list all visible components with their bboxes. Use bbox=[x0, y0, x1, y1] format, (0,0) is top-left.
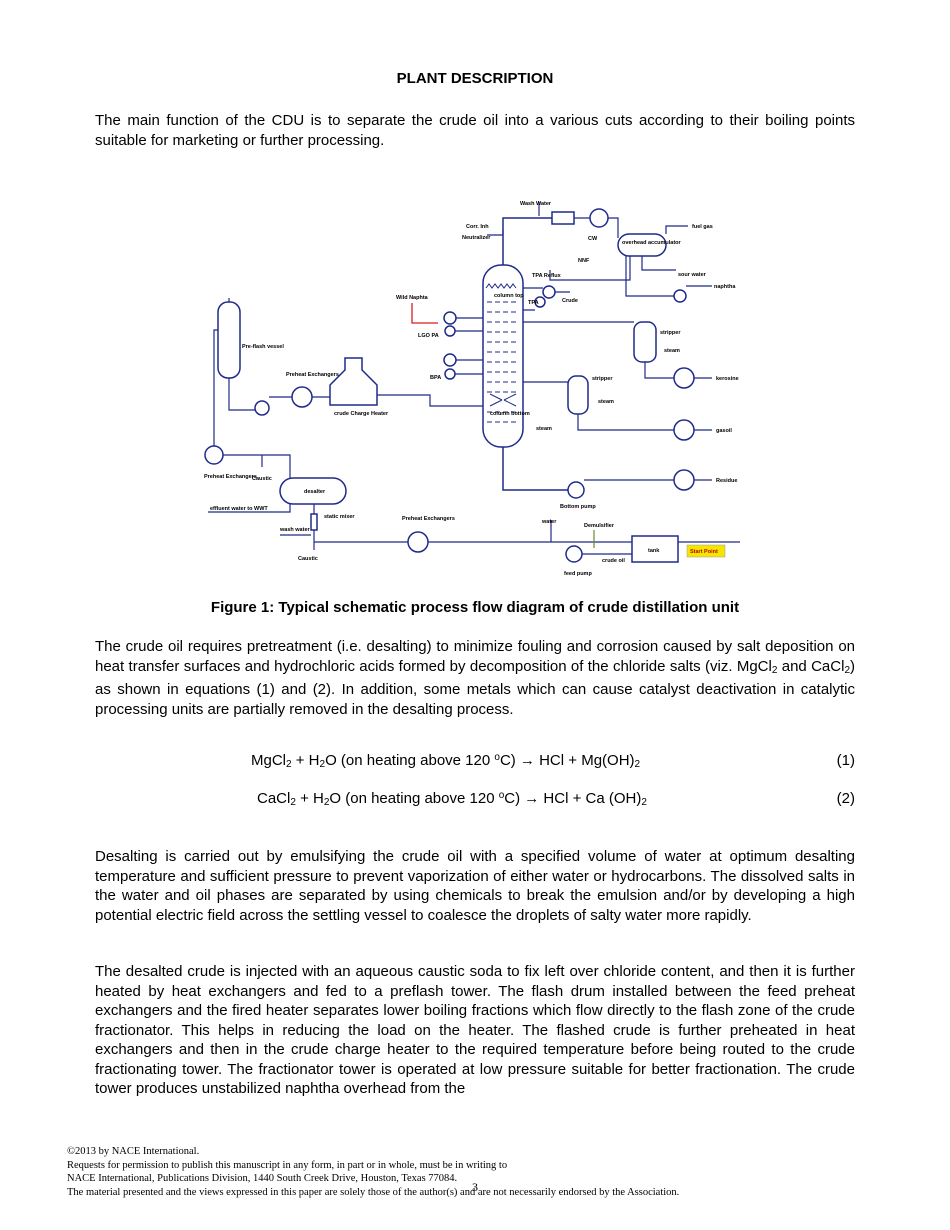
overhead-exchanger bbox=[551, 211, 575, 225]
desalted-crude-paragraph: The desalted crude is injected with an a… bbox=[95, 963, 855, 1097]
footer-permission: Requests for permission to publish this … bbox=[67, 1159, 508, 1171]
label-naphtha: naphtha bbox=[714, 284, 736, 290]
label-preheat-exchangers-2: Preheat Exchangers bbox=[204, 474, 257, 480]
label-crude-tpa: Crude bbox=[562, 298, 578, 304]
footer-disclaimer: The material presented and the views exp… bbox=[67, 1186, 680, 1198]
label-stripper-middle: stripper bbox=[592, 376, 613, 382]
footer: ©2013 by NACE International. Requests fo… bbox=[67, 1145, 887, 1199]
tpa-pump bbox=[534, 296, 546, 308]
label-water: water bbox=[541, 519, 557, 525]
label-tank: tank bbox=[648, 548, 660, 554]
intro-paragraph: The main function of the CDU is to separ… bbox=[95, 112, 855, 149]
label-wash-water: Wash Water bbox=[520, 201, 552, 207]
crude-charge-heater bbox=[329, 357, 378, 406]
equation-1: MgCl2 + H2O (on heating above 120 oC) → … bbox=[251, 752, 641, 770]
start-point-box bbox=[686, 544, 726, 558]
label-overhead-accumulator: overhead accumulator bbox=[622, 240, 682, 246]
gasoil-cooler bbox=[673, 419, 695, 441]
label-crude-charge-heater: crude Charge Heater bbox=[334, 411, 389, 417]
footer-address: NACE International, Publications Divisio… bbox=[67, 1173, 458, 1184]
page-number: 3 bbox=[472, 1180, 478, 1194]
preflash-vessel bbox=[217, 301, 241, 379]
label-tpa: TPA bbox=[528, 300, 539, 306]
label-cw: CW bbox=[588, 236, 598, 242]
label-preheat-exchangers-3: Preheat Exchangers bbox=[402, 516, 455, 522]
stripper-upper bbox=[633, 321, 657, 363]
label-effluent: effluent water to WWT bbox=[210, 506, 268, 512]
label-desalter: desalter bbox=[304, 489, 326, 495]
label-column-top: column top bbox=[494, 293, 524, 299]
feed-pump bbox=[565, 545, 583, 563]
label-wild-naphta: Wild Naphta bbox=[396, 295, 429, 301]
crude-tank bbox=[631, 535, 679, 563]
label-sour-water: sour water bbox=[678, 272, 707, 278]
desalter bbox=[279, 477, 347, 505]
label-corr-inh: Corr. Inh bbox=[466, 224, 489, 230]
preheat-exchanger-top bbox=[291, 386, 313, 408]
pretreatment-paragraph: The crude oil requires pretreatment (i.e… bbox=[95, 638, 855, 718]
preheat-pump bbox=[254, 400, 270, 416]
label-steam-middle: steam bbox=[598, 399, 614, 405]
section-heading: PLANT DESCRIPTION bbox=[396, 70, 554, 87]
label-tpa-reflux: TPA Reflux bbox=[532, 273, 562, 279]
label-feed-pump: feed pump bbox=[564, 571, 592, 577]
label-column-bottom: column bottom bbox=[490, 411, 530, 417]
label-nnf: NNF bbox=[578, 258, 590, 264]
label-static-mixer: static mixer bbox=[324, 514, 355, 520]
label-gasoil: gasoil bbox=[716, 428, 732, 434]
equation-2-number: (2) bbox=[836, 790, 855, 807]
tpa-exchanger bbox=[542, 285, 556, 299]
lgo-exchanger bbox=[443, 311, 457, 325]
condenser-cw bbox=[589, 208, 609, 228]
label-residue: Residue bbox=[716, 478, 737, 484]
label-wash-water-2: wash water bbox=[279, 527, 311, 533]
footer-copyright: ©2013 by NACE International. bbox=[67, 1146, 200, 1157]
label-steam-bottom: steam bbox=[536, 426, 552, 432]
label-stripper-upper: stripper bbox=[660, 330, 681, 336]
label-caustic-1: Caustic bbox=[252, 476, 272, 482]
label-bpa: BPA bbox=[430, 375, 441, 381]
naphtha-pump bbox=[673, 289, 687, 303]
label-bottom-pump: Bottom pump bbox=[560, 504, 596, 510]
bpa-pump bbox=[444, 368, 456, 380]
equation-2: CaCl2 + H2O (on heating above 120 oC) → … bbox=[257, 790, 647, 808]
residue-cooler bbox=[673, 469, 695, 491]
label-steam-upper: steam bbox=[664, 348, 680, 354]
bottom-pump bbox=[567, 481, 585, 499]
preheat-exchanger-left bbox=[204, 445, 224, 465]
label-fuel-gas: fuel gas bbox=[692, 224, 713, 230]
label-neutralizer: Neutralizer bbox=[462, 235, 491, 241]
process-flow-diagram: column top column bottom CW Wash Water C… bbox=[204, 201, 740, 577]
desalting-paragraph: Desalting is carried out by emulsifying … bbox=[95, 848, 855, 924]
label-caustic-2: Caustic bbox=[298, 556, 318, 562]
lgo-pump bbox=[444, 325, 456, 337]
stripper-middle bbox=[567, 375, 589, 415]
kerosine-cooler bbox=[673, 367, 695, 389]
label-kerosine: kerosine bbox=[716, 376, 739, 382]
label-start-point: Start Point bbox=[690, 549, 718, 555]
figure-caption: Figure 1: Typical schematic process flow… bbox=[210, 599, 740, 616]
label-lgo-pa: LGO PA bbox=[418, 333, 439, 339]
equation-1-number: (1) bbox=[836, 752, 855, 769]
static-mixer bbox=[310, 513, 318, 531]
label-demulsifier: Demulsifier bbox=[584, 523, 615, 529]
label-crude-oil: crude oil bbox=[602, 558, 625, 564]
bpa-exchanger bbox=[443, 353, 457, 367]
preheat-exchanger-bottom bbox=[407, 531, 429, 553]
label-preflash-vessel: Pre-flash vessel bbox=[242, 344, 284, 350]
label-preheat-exchangers-1: Preheat Exchangers bbox=[286, 372, 339, 378]
